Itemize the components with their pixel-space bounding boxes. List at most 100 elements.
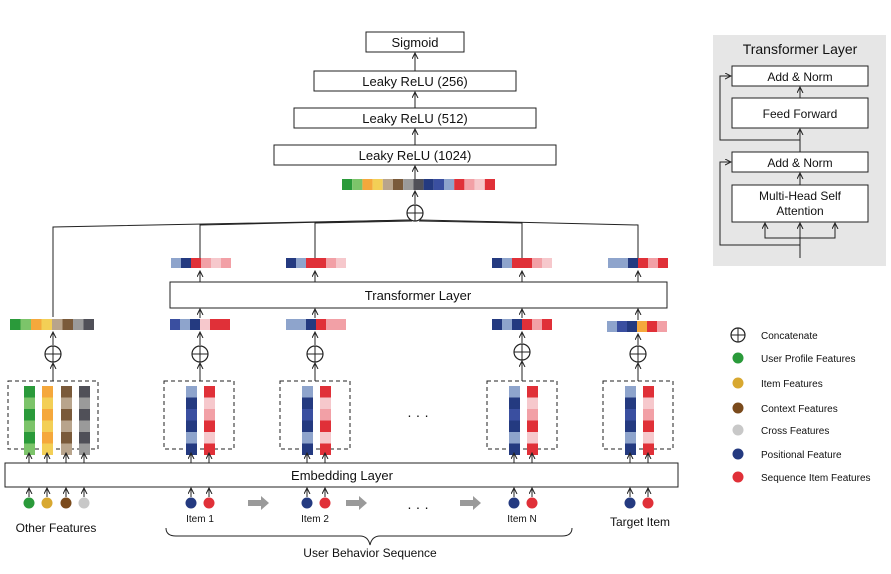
group-vector-cell <box>220 319 230 330</box>
group-vector-cell <box>190 319 200 330</box>
embedding-column-cell <box>24 432 35 444</box>
positional-column-cell <box>186 443 197 455</box>
input-feature-dot <box>203 497 215 509</box>
sequence-ellipsis: · · · <box>407 499 429 515</box>
output-vector-cell <box>296 258 306 268</box>
sequence-arrow-icon <box>248 496 269 510</box>
positional-column-cell <box>625 397 636 409</box>
group-vector-cell <box>607 321 617 332</box>
embedding-ellipsis: · · · <box>407 407 429 423</box>
group-vector-cell <box>286 319 296 330</box>
sigmoid-block: Sigmoid <box>365 31 465 53</box>
positional-column-cell <box>302 397 313 409</box>
group-vector-cell <box>512 319 522 330</box>
group-vector-cell <box>170 319 180 330</box>
embedding-layer-label: Embedding Layer <box>291 468 394 483</box>
embedding-column-cell <box>42 420 53 432</box>
input-feature-dot <box>526 497 538 509</box>
embedding-column-cell <box>79 432 90 444</box>
embedding-column-cell <box>24 420 35 432</box>
input-feature-dot <box>642 497 654 509</box>
embedding-column-cell <box>61 386 72 398</box>
sigmoid-label: Sigmoid <box>392 35 439 50</box>
output-vector-cell <box>492 258 502 268</box>
concat-vector-cell <box>423 179 434 190</box>
output-vector-cell <box>326 258 336 268</box>
positional-column-cell <box>509 443 520 455</box>
sequence-column-cell <box>527 432 538 444</box>
sequence-legend-label: Sequence Item Features <box>761 473 871 484</box>
embedding-column-cell <box>24 443 35 455</box>
positional-column-cell <box>509 397 520 409</box>
output-vector-cell <box>306 258 316 268</box>
embedding-column-cell <box>61 420 72 432</box>
item-legend-swatch <box>732 377 744 389</box>
user-legend-label: User Profile Features <box>761 354 855 365</box>
output-vector-cell <box>512 258 522 268</box>
output-vector-cell <box>221 258 231 268</box>
relu-1024-label: Leaky ReLU (1024) <box>359 148 472 163</box>
sequence-column-cell <box>527 420 538 432</box>
output-vector-cell <box>542 258 552 268</box>
concat-vector-cell <box>413 179 424 190</box>
group-vector-cell <box>316 319 326 330</box>
top-concatenate-icon <box>406 204 424 222</box>
positional-column-cell <box>186 432 197 444</box>
sequence-column-cell <box>320 420 331 432</box>
cross-legend-swatch <box>732 424 744 436</box>
positional-column-cell <box>509 420 520 432</box>
input-feature-dot <box>319 497 331 509</box>
group-arrows <box>53 333 638 381</box>
relu-256-block: Leaky ReLU (256) <box>313 70 517 92</box>
context-legend-swatch <box>732 402 744 414</box>
sequence-column-cell <box>320 409 331 421</box>
group-vector-cell <box>83 319 94 330</box>
concat-vector-cell <box>454 179 465 190</box>
embedding-groups <box>7 380 674 450</box>
input-feature-dot <box>185 497 197 509</box>
input-feature-dot <box>23 497 35 509</box>
user-behavior-sequence-label: User Behavior Sequence <box>303 546 437 560</box>
transformer-detail-title: Transformer Layer <box>743 41 858 57</box>
embedding-column-cell <box>79 397 90 409</box>
output-vector-cell <box>532 258 542 268</box>
group-vector-cell <box>617 321 627 332</box>
transformer-layer-label: Transformer Layer <box>365 288 472 303</box>
group-vector-cell <box>200 319 210 330</box>
embedding-column-cell <box>79 409 90 421</box>
concat-vector-cell <box>372 179 383 190</box>
concat-vector-cell <box>382 179 393 190</box>
concat-vector-cell <box>433 179 444 190</box>
transformer-output-vectors <box>171 258 668 268</box>
output-vector-cell <box>211 258 221 268</box>
group-vector-cell <box>306 319 316 330</box>
transformer-layer-block: Transformer Layer <box>169 281 668 309</box>
group-vector-cell <box>647 321 657 332</box>
positional-column-cell <box>186 409 197 421</box>
output-vector-cell <box>316 258 326 268</box>
sequence-column-cell <box>204 420 215 432</box>
concatenated-feature-vector <box>342 179 495 190</box>
group-vector-cell <box>20 319 31 330</box>
output-vector-cell <box>658 258 668 268</box>
input-feature-dot <box>508 497 520 509</box>
position-legend-label: Positional Feature <box>761 450 842 461</box>
group-vector-cell <box>210 319 220 330</box>
itemN-label: Item N <box>507 514 536 525</box>
sequence-brace <box>165 527 573 546</box>
sequence-column-cell <box>643 409 654 421</box>
fan-in-lines <box>52 219 639 317</box>
input-feature-dot <box>41 497 53 509</box>
output-vector-cell <box>171 258 181 268</box>
group-vector-cell <box>180 319 190 330</box>
sequence-column-cell <box>320 443 331 455</box>
concat-vector-cell <box>444 179 455 190</box>
group-vector-cell <box>336 319 346 330</box>
positional-column-cell <box>625 409 636 421</box>
embedding-column-cell <box>42 409 53 421</box>
relu-256-label: Leaky ReLU (256) <box>362 74 468 89</box>
concat-vector-cell <box>342 179 353 190</box>
positional-column-cell <box>186 386 197 398</box>
